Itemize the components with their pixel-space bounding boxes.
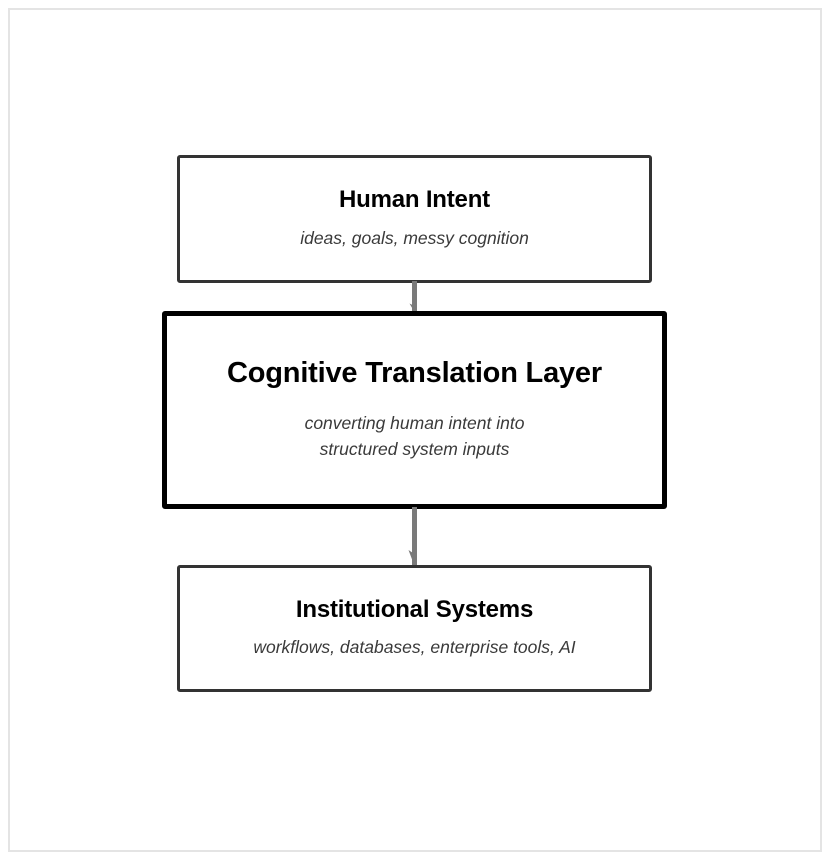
node-cognitive-translation-layer-subtitle: converting human intent into structured … <box>304 412 525 459</box>
arrowhead-icon <box>408 550 415 566</box>
node-institutional-systems-subtitle: workflows, databases, enterprise tools, … <box>253 637 576 658</box>
node-human-intent[interactable]: Human Intent ideas, goals, messy cogniti… <box>177 155 652 283</box>
node-human-intent-title: Human Intent <box>339 186 490 214</box>
node-human-intent-subtitle: ideas, goals, messy cognition <box>300 227 529 248</box>
arrowhead-icon <box>409 303 415 312</box>
node-institutional-systems-title: Institutional Systems <box>295 595 534 623</box>
node-cognitive-translation-layer-title: Cognitive Translation Layer <box>227 356 602 389</box>
connector-translation-to-institutional <box>408 507 417 566</box>
node-institutional-systems[interactable]: Institutional Systems workflows, databas… <box>177 565 652 692</box>
connector-human-intent-to-translation <box>409 281 417 312</box>
node-cognitive-translation-layer[interactable]: Cognitive Translation Layer converting h… <box>162 311 667 509</box>
